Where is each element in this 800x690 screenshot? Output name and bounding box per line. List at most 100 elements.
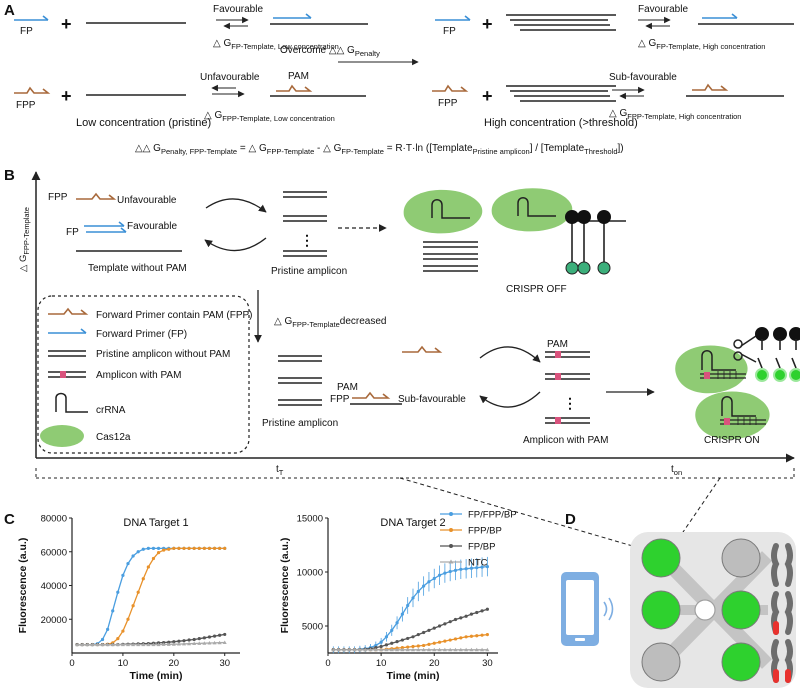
data-point [212,634,217,638]
crispr-on-label: CRISPR ON [704,435,760,446]
panel-label-d: D [565,511,576,528]
pristine-amplicon-stack-off [423,241,478,272]
data-point [469,612,474,616]
data-point [161,642,166,646]
data-point [469,634,474,638]
fpp-primer-a2 [432,84,469,92]
data-point [400,612,404,616]
panel-b: B △ GFPP-Template FPP Unfavourable FP Fa… [4,167,800,555]
data-point [416,633,420,637]
data-point [480,647,485,652]
fpp-label-a1: FPP [16,100,36,111]
panel-d: D [561,511,796,688]
data-point [453,637,458,641]
data-point [363,647,368,652]
template-stack-high [506,14,616,31]
data-point [379,647,384,652]
pam-label-stack: PAM [547,339,568,350]
legend-fpp-icon [48,307,89,315]
pristine-amplicon-stack-bottom [278,355,322,406]
panel-label-a: A [4,2,15,19]
ellipsis-dots: ⋮ [300,232,314,248]
data-point [427,580,431,584]
data-point [136,550,140,554]
plus-sign: + [61,14,72,34]
data-point [176,642,181,646]
legend-item: Pristine amplicon without PAM [96,349,230,360]
data-point [400,646,404,650]
curved-arrow-forward [205,198,267,213]
data-point [448,620,452,624]
legend-item: Forward Primer (FP) [96,329,187,340]
y-tick-label: 60000 [41,547,67,558]
plus-sign: + [482,14,493,34]
legend-item: Forward Primer contain PAM (FPP) [96,310,253,321]
sub-favourable-label-b: Sub-favourable [398,394,466,405]
pristine-amplicon-label-top: Pristine amplicon [271,266,347,277]
data-point [192,641,197,646]
data-point [126,642,130,647]
fpp-label-bottom: FPP [330,394,350,405]
favourable-label: Favourable [638,4,688,15]
data-point [384,635,389,639]
fpp-primer-bound [352,391,391,399]
data-point [75,642,80,647]
data-point [115,642,120,647]
data-point [411,596,415,600]
connector [667,477,721,555]
data-point [167,640,171,644]
data-point [422,630,426,635]
template-without-pam-label: Template without PAM [88,263,187,274]
data-point [374,646,378,650]
data-point [421,647,426,652]
data-point [146,565,150,569]
scissors-icon [733,335,757,363]
data-point [121,573,125,577]
x-tick-label: 30 [219,658,230,669]
data-point [485,607,489,611]
data-point [166,642,171,646]
delta-g-label: △ GFP-Template, Low concentration [213,38,339,51]
delta-g-label: △ GFP-Template, High concentration [638,38,765,51]
favourable-label-b: Favourable [127,221,177,232]
series-line [333,633,488,651]
data-point [197,546,201,550]
data-point [222,640,227,645]
x-tick-label: 0 [325,658,330,669]
data-point [427,642,431,646]
legend-marker [449,544,453,548]
fp-primer-a1 [14,15,49,21]
data-point [172,640,176,644]
wireless-signal-icon [603,597,614,621]
overcome-penalty-label: Overcome △△ GPenalty [280,45,380,58]
delta-g-label: △ GFPP-Template, High concentration [609,108,741,121]
penalty-equation: △△ GPenalty, FPP-Template = △ GFPP-Templ… [135,143,624,156]
data-point [443,622,447,626]
legend-label: FPP/BP [468,526,502,537]
data-point [395,621,399,625]
y-tick-label: 40000 [41,581,67,592]
data-point [192,546,196,550]
data-point [464,647,469,652]
curved-arrow-forward [479,346,541,363]
series-fp-bp [331,607,489,652]
data-point [352,647,357,652]
data-point [384,643,389,647]
y-axis-label: Fluorescence (a.u.) [279,538,291,634]
data-point [390,628,394,632]
data-point [416,647,421,652]
data-point [156,550,161,555]
panel-a: A FP + Favourable △ GFP-Template, Low co… [4,2,794,156]
y-tick-label: 5000 [302,622,323,633]
data-point [416,644,420,648]
data-point [405,647,410,652]
reaction-chamber-off [641,642,681,682]
data-point [475,634,479,638]
data-point [218,546,222,550]
plus-sign: + [61,86,72,106]
data-point [151,556,156,561]
data-point [437,624,442,628]
fpp-primer-free [402,345,443,353]
